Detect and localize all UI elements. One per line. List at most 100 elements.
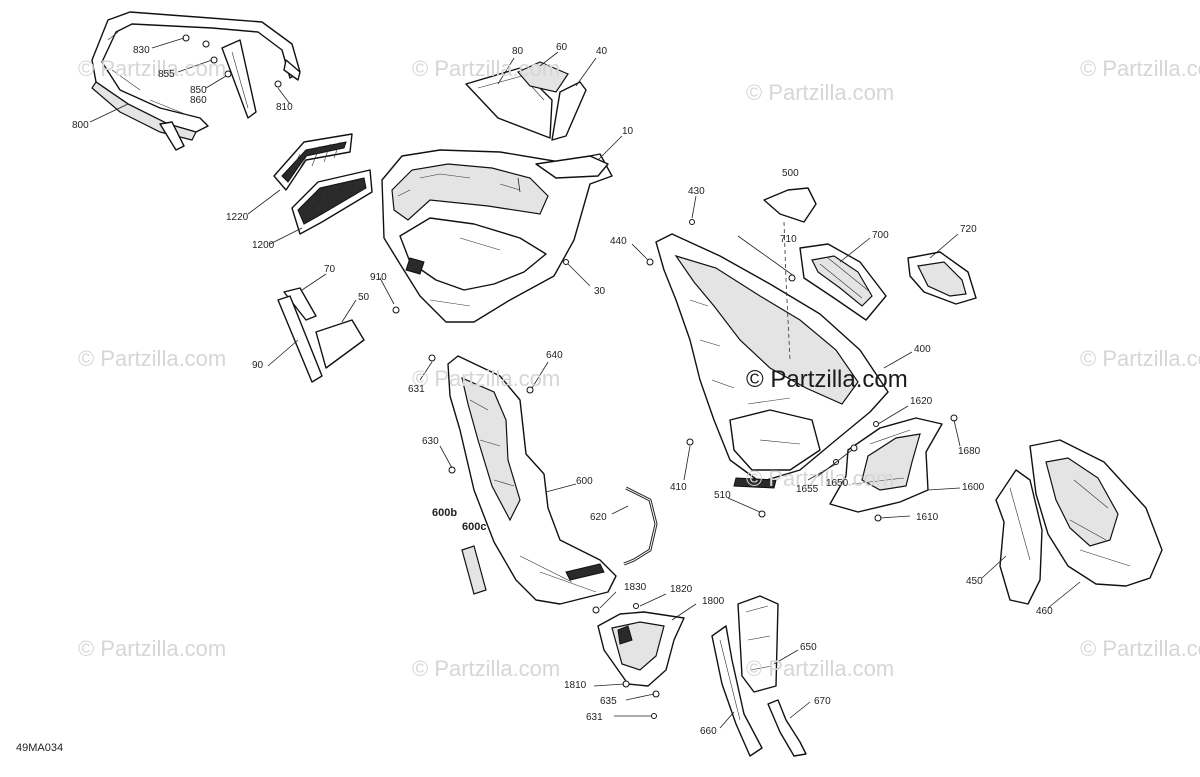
part-label: 400 xyxy=(914,344,931,355)
watermark: © Partzilla.com xyxy=(412,656,561,681)
part-label: 850 xyxy=(190,85,207,96)
part-label: 600c xyxy=(462,521,487,533)
part-90-trim xyxy=(277,295,323,383)
main-watermark: © Partzilla.com xyxy=(746,366,908,393)
part-70-trim xyxy=(283,287,317,321)
fastener-410 xyxy=(686,438,694,446)
part-label: 70 xyxy=(324,264,336,275)
part-label: 90 xyxy=(252,360,264,371)
part-400-side-panel xyxy=(655,233,889,489)
fastener-1830 xyxy=(592,606,600,614)
part-label: 40 xyxy=(596,46,608,57)
part-label: 910 xyxy=(370,272,387,283)
fastener-910 xyxy=(392,306,400,314)
part-label: 440 xyxy=(610,236,627,247)
part-label: 600b xyxy=(432,507,458,519)
part-label: 1610 xyxy=(916,512,939,523)
diagram-code: 49MA034 xyxy=(16,742,64,754)
fastener-510 xyxy=(758,510,766,518)
part-label: 430 xyxy=(688,186,705,197)
part-label: 1830 xyxy=(624,582,647,593)
part-600b-600c-clips xyxy=(461,545,487,595)
part-700-cover xyxy=(799,243,887,321)
assembly-guide-line xyxy=(783,221,791,361)
part-label: 80 xyxy=(512,46,524,57)
part-500-plate xyxy=(763,187,817,223)
fastener-631 xyxy=(428,354,436,362)
part-label: 10 xyxy=(622,126,634,137)
part-label: 410 xyxy=(670,482,687,493)
part-label: 60 xyxy=(556,42,568,53)
part-60-panel xyxy=(517,61,569,93)
fastener-710 xyxy=(788,274,796,282)
watermark: © Partzilla.com xyxy=(1080,346,1200,371)
watermark: © Partzilla.com xyxy=(78,56,227,81)
part-1220-vent-grille xyxy=(273,133,353,191)
watermark: © Partzilla.com xyxy=(746,80,895,105)
part-label: 800 xyxy=(72,120,89,131)
part-50-trim xyxy=(315,319,365,369)
part-label: 1810 xyxy=(564,680,587,691)
part-label: 860 xyxy=(190,95,207,106)
watermark: © Partzilla.com xyxy=(412,366,561,391)
fastener-1620 xyxy=(873,421,879,427)
watermark: © Partzilla.com xyxy=(412,56,561,81)
fastener-1820 xyxy=(633,603,639,609)
part-label: 1680 xyxy=(958,446,981,457)
part-10-front-housing xyxy=(381,149,613,323)
leader-lines xyxy=(89,37,1081,729)
fastener-440 xyxy=(646,258,654,266)
part-450-side-trim xyxy=(995,469,1043,605)
fastener-810 xyxy=(274,80,282,88)
part-label: 670 xyxy=(814,696,831,707)
part-660-strip xyxy=(711,625,763,757)
part-label: 650 xyxy=(800,642,817,653)
part-label: 830 xyxy=(133,45,150,56)
fastener-631b xyxy=(651,713,657,719)
part-650-cover xyxy=(737,595,779,693)
part-label: 1650 xyxy=(826,478,849,489)
part-1800-bracket xyxy=(597,611,685,687)
fastener-850 xyxy=(224,70,232,78)
part-label: 600 xyxy=(576,476,593,487)
part-label: 810 xyxy=(276,102,293,113)
part-label: 1820 xyxy=(670,584,693,595)
fastener-830b xyxy=(202,40,210,48)
part-label: 710 xyxy=(780,234,797,245)
part-800-rear-bumper xyxy=(91,11,301,151)
part-label: 855 xyxy=(158,69,175,80)
part-label: 1655 xyxy=(796,484,819,495)
part-label: 660 xyxy=(700,726,717,737)
part-label: 500 xyxy=(782,168,799,179)
watermark: © Partzilla.com xyxy=(78,346,227,371)
part-720-cover xyxy=(907,251,977,305)
part-label: 720 xyxy=(960,224,977,235)
part-label: 1220 xyxy=(226,212,249,223)
part-600-side-panel xyxy=(447,355,617,605)
part-label: 630 xyxy=(422,436,439,447)
watermark: © Partzilla.com xyxy=(746,466,895,491)
part-label: 640 xyxy=(546,350,563,361)
part-label: 1200 xyxy=(252,240,275,251)
part-label: 635 xyxy=(600,696,617,707)
part-label: 450 xyxy=(966,576,983,587)
part-label: 50 xyxy=(358,292,370,303)
watermark: © Partzilla.com xyxy=(1080,636,1200,661)
part-label: 700 xyxy=(872,230,889,241)
part-1200-vent-grille xyxy=(291,169,373,235)
part-label: 30 xyxy=(594,286,606,297)
watermark: © Partzilla.com xyxy=(78,636,227,661)
fastener-430 xyxy=(689,219,695,225)
part-40-panel xyxy=(551,81,587,141)
part-460-side-panel xyxy=(1029,439,1163,587)
fastener-30 xyxy=(563,259,569,265)
part-670-strip xyxy=(767,699,807,757)
fastener-640 xyxy=(526,386,534,394)
watermark: © Partzilla.com xyxy=(746,656,895,681)
fastener-630 xyxy=(448,466,456,474)
part-label: 1600 xyxy=(962,482,985,493)
fastener-1650 xyxy=(850,444,858,452)
part-label: 510 xyxy=(714,490,731,501)
